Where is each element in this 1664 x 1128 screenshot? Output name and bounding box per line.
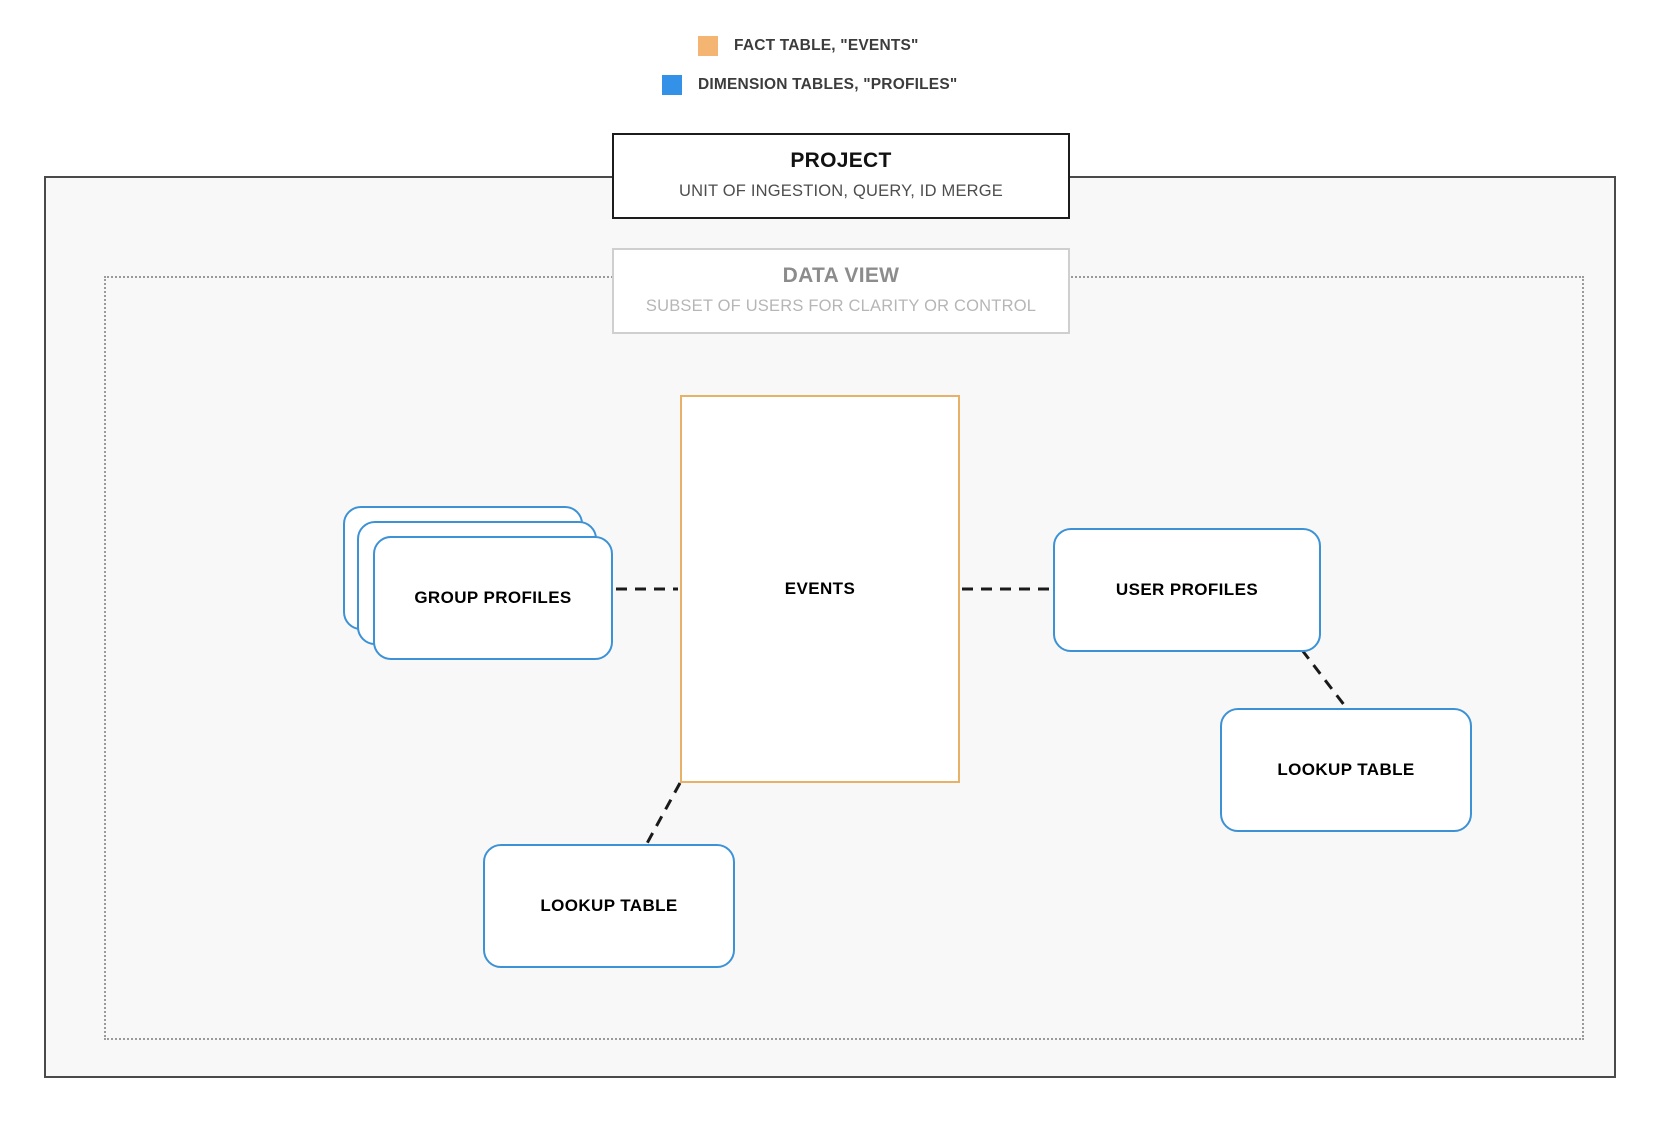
node-group-profiles-card-front[interactable]: GROUP PROFILES — [373, 536, 613, 660]
node-group-profiles-stack[interactable]: GROUP PROFILES — [343, 506, 613, 660]
data-view-label-box: DATA VIEW SUBSET OF USERS FOR CLARITY OR… — [612, 248, 1070, 334]
node-group-profiles-label: GROUP PROFILES — [414, 588, 572, 607]
node-lookup-table-right-label: LOOKUP TABLE — [1277, 760, 1415, 779]
legend-item-fact-table: FACT TABLE, "EVENTS" — [698, 36, 919, 56]
legend-item-fact-table-label: FACT TABLE, "EVENTS" — [734, 37, 919, 54]
project-subtitle: UNIT OF INGESTION, QUERY, ID MERGE — [678, 182, 1003, 201]
project-title: PROJECT — [790, 149, 892, 172]
node-lookup-table-left-label: LOOKUP TABLE — [540, 896, 678, 915]
data-view-title: DATA VIEW — [782, 264, 900, 287]
node-user-profiles-label: USER PROFILES — [1115, 580, 1259, 599]
orange-square-swatch — [698, 36, 718, 56]
blue-square-swatch — [662, 75, 682, 95]
legend-item-dimension-tables-label: DIMENSION TABLES, "PROFILES" — [698, 76, 958, 93]
node-lookup-table-left[interactable]: LOOKUP TABLE — [483, 844, 735, 968]
data-view-subtitle: SUBSET OF USERS FOR CLARITY OR CONTROL — [645, 297, 1037, 316]
node-user-profiles[interactable]: USER PROFILES — [1053, 528, 1321, 652]
node-lookup-table-right[interactable]: LOOKUP TABLE — [1220, 708, 1472, 832]
project-label-box: PROJECT UNIT OF INGESTION, QUERY, ID MER… — [612, 133, 1070, 219]
node-events[interactable]: EVENTS — [680, 395, 960, 783]
node-events-label: EVENTS — [784, 579, 856, 598]
legend-item-dimension-tables: DIMENSION TABLES, "PROFILES" — [662, 75, 957, 95]
